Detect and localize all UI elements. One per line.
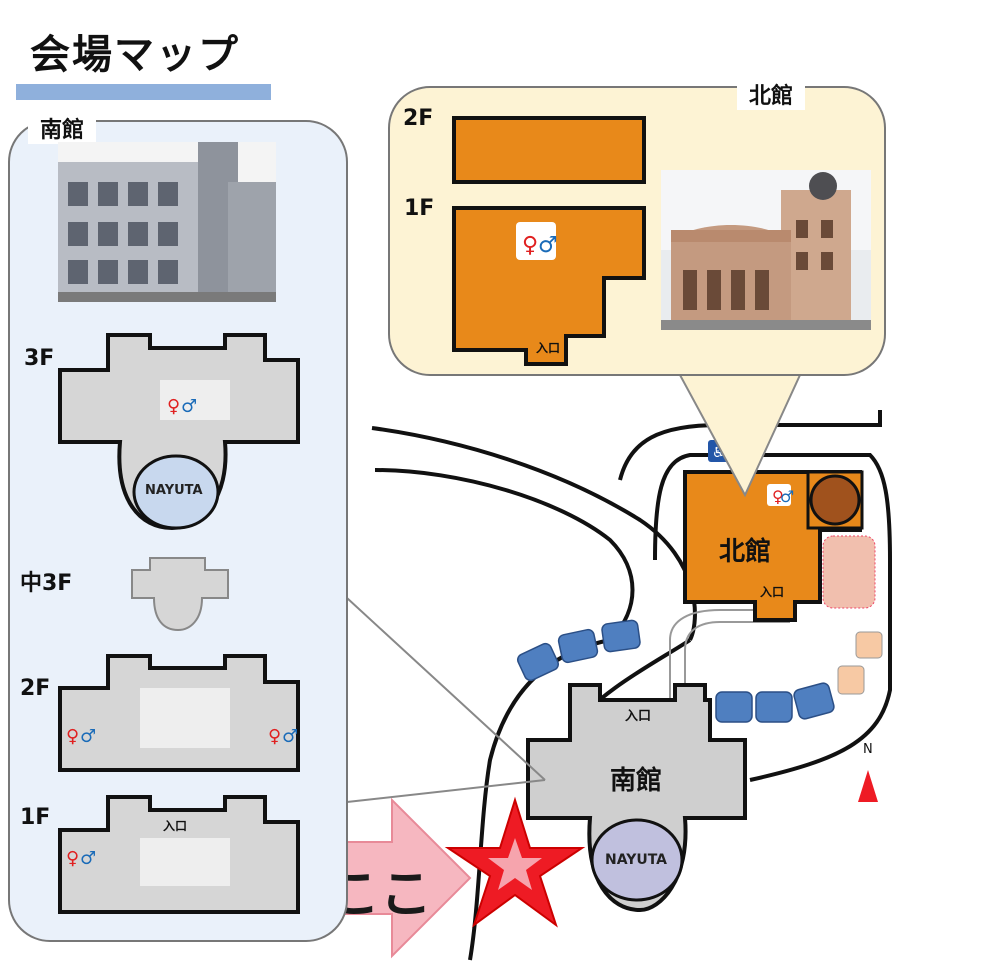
north-1f-plan: ♀ ♂ [452, 206, 646, 366]
south-3f-label: 3F [24, 346, 55, 371]
north-indicator: N [863, 742, 873, 757]
page-title: 会場マップ [30, 32, 240, 78]
map-south-label: 南館 [610, 766, 663, 796]
south-1f-entrance: 入口 [163, 819, 188, 833]
south-1f-label: 1F [20, 805, 51, 830]
svg-text:♀: ♀ [66, 726, 79, 747]
south-nayuta-label: NAYUTA [145, 483, 203, 498]
map-north-entrance: 入口 [760, 585, 785, 599]
pink-lot [822, 535, 876, 609]
svg-text:♂: ♂ [282, 726, 298, 747]
map-south-building [526, 683, 747, 913]
map-north-label: 北館 [719, 537, 772, 567]
map-north-building: ♀ ♂ [683, 470, 864, 622]
svg-text:♂: ♂ [538, 233, 558, 258]
north-2f-plan [452, 116, 646, 184]
south-mid3f-plan [131, 557, 229, 632]
svg-text:♂: ♂ [780, 487, 794, 506]
north-arrow-icon [858, 770, 878, 802]
title-underline [16, 84, 271, 100]
parking-left [516, 619, 641, 682]
map-south-entrance: 入口 [625, 709, 652, 724]
svg-text:♂: ♂ [80, 848, 96, 869]
svg-text:♀: ♀ [522, 233, 538, 258]
north-1f-label: 1F [404, 196, 435, 221]
svg-text:♂: ♂ [181, 396, 197, 417]
south-2f-label: 2F [20, 676, 51, 701]
south-mid3f-label: 中3F [20, 571, 73, 596]
svg-text:♀: ♀ [268, 726, 281, 747]
north-2f-label: 2F [403, 106, 434, 131]
north-panel-title: 北館 [737, 78, 806, 110]
south-1f-plan: ♀ ♂ [58, 795, 300, 914]
map-nayuta-label: NAYUTA [605, 852, 668, 868]
parking-right [715, 682, 835, 723]
svg-text:♀: ♀ [66, 848, 79, 869]
north-building-photo [661, 170, 871, 330]
north-1f-entrance: 入口 [536, 341, 561, 355]
south-building-photo [58, 142, 276, 302]
svg-text:♀: ♀ [772, 487, 784, 506]
south-2f-plan: ♀ ♂ ♀ ♂ [58, 654, 300, 772]
svg-text:♂: ♂ [80, 726, 96, 747]
south-3f-plan: ♀ ♂ [58, 333, 300, 531]
svg-text:♀: ♀ [167, 396, 180, 417]
peach-lots [837, 631, 883, 695]
walkway [669, 609, 790, 700]
south-panel-title: 南館 [28, 112, 97, 144]
south-floor-plans: ♀ ♂ ♀ ♂ ♀ ♂ ♀ ♂ [58, 333, 300, 914]
north-floor-plans: ♀ ♂ [452, 116, 646, 366]
